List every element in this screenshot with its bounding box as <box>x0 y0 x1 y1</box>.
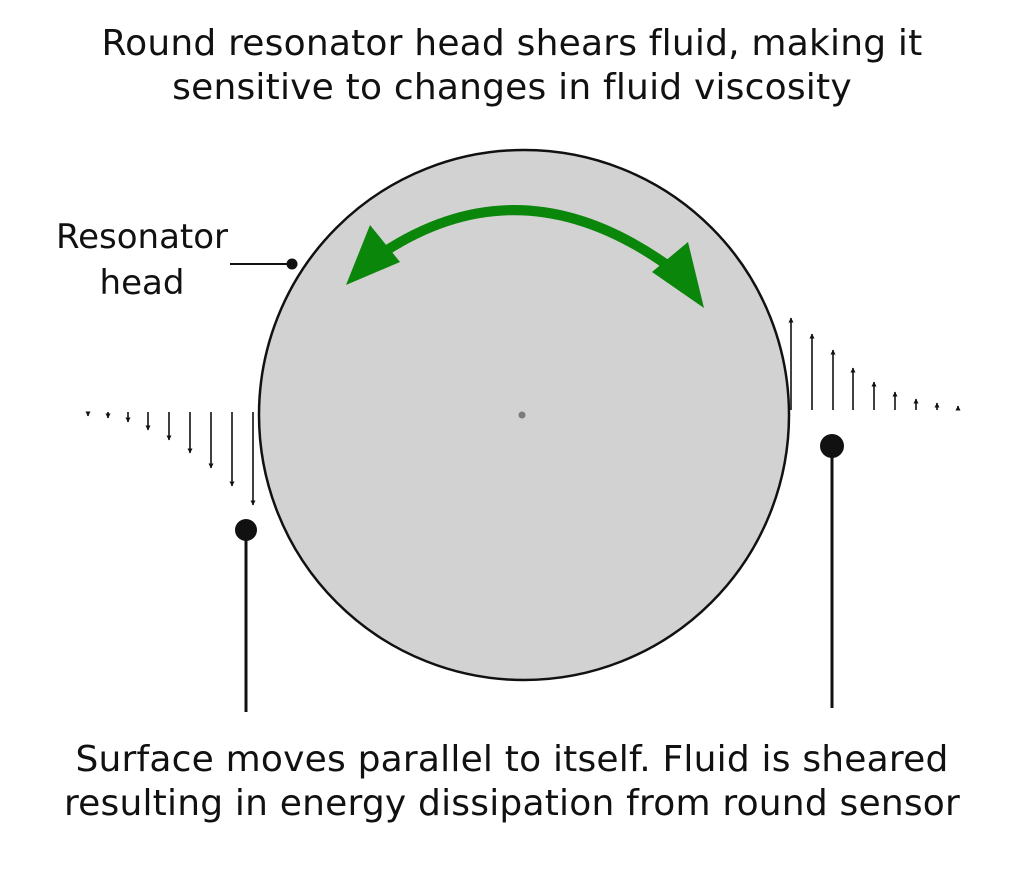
resonator-label-line-1: Resonator <box>55 217 229 257</box>
caption-line-2: resulting in energy dissipation from rou… <box>63 783 961 824</box>
resonator-label-line-2: head <box>99 263 185 303</box>
title-line-1: Round resonator head shears fluid, makin… <box>101 23 923 64</box>
left-velocity-profile <box>85 411 256 506</box>
motion-arrowhead-left <box>346 225 400 285</box>
center-point <box>518 411 526 419</box>
motion-arrowhead-right <box>652 242 704 308</box>
resonator-head-label: Resonator head <box>42 214 242 306</box>
title-line-2: sensitive to changes in fluid viscosity <box>172 67 852 108</box>
right-velocity-profile <box>788 317 961 411</box>
diagram-caption: Surface moves parallel to itself. Fluid … <box>40 738 984 826</box>
diagram-title: Round resonator head shears fluid, makin… <box>40 22 984 110</box>
motion-arrow-icon <box>346 205 704 308</box>
caption-line-1: Surface moves parallel to itself. Fluid … <box>75 739 949 780</box>
label-leader-dot <box>286 258 298 270</box>
right-support-pin-icon <box>820 434 844 708</box>
left-support-pin-icon <box>235 519 257 712</box>
